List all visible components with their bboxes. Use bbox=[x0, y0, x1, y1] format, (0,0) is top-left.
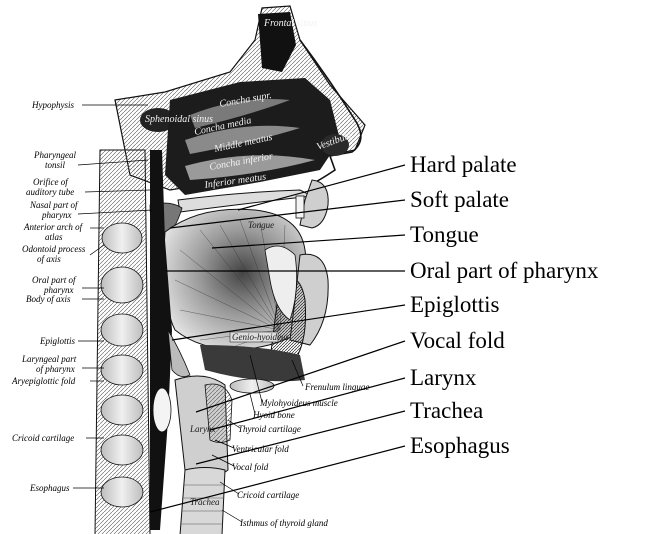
laryngeal-pharynx-label-2: of pharynx bbox=[36, 364, 75, 374]
tongue-inner-label: Tongue bbox=[248, 220, 274, 230]
vocal-fold-small-label: Vocal fold bbox=[232, 462, 269, 472]
trachea-inner-label: Trachea bbox=[190, 497, 220, 507]
vertebra-5 bbox=[101, 395, 143, 425]
epiglottis-small-label: Epiglottis bbox=[39, 336, 76, 346]
genio-hyoid-label: Genio-hyoideus bbox=[232, 332, 289, 342]
laryngeal-pharynx-label-1: Laryngeal part bbox=[21, 354, 77, 364]
soft-palate-label: Soft palate bbox=[410, 187, 509, 212]
auditory-tube-label-2: auditory tube bbox=[26, 187, 74, 197]
epiglottis-label: Epiglottis bbox=[410, 292, 500, 317]
auditory-tube-label-1: Orifice of bbox=[33, 177, 69, 187]
anatomy-illustration: Frontal sinus Sphenoidal sinus Concha su… bbox=[11, 6, 369, 534]
nasal-pharynx-label-1: Nasal part of bbox=[29, 200, 79, 210]
vocal-fold-label: Vocal fold bbox=[410, 328, 505, 353]
esophagus-small-label: Esophagus bbox=[29, 483, 70, 493]
thyroid-cartilage-label: Thyroid cartilage bbox=[238, 424, 301, 434]
tongue-label: Tongue bbox=[410, 222, 479, 247]
cervical-spine bbox=[95, 150, 150, 534]
oral-pharynx-label: Oral part of pharynx bbox=[410, 258, 599, 283]
hypophysis-label: Hypophysis bbox=[31, 100, 74, 110]
hard-palate-label: Hard palate bbox=[410, 152, 517, 177]
pharyngeal-tonsil-label-1: Pharyngeal bbox=[33, 150, 76, 160]
vertebra-7 bbox=[101, 477, 143, 507]
body-of-axis-label: Body of axis bbox=[26, 294, 71, 304]
esophagus-label: Esophagus bbox=[410, 433, 510, 458]
vertebra-6 bbox=[101, 435, 143, 465]
odontoid-label-2: of axis bbox=[37, 254, 61, 264]
anterior-atlas-label-1: Anterior arch of bbox=[23, 222, 84, 232]
isthmus-label: Isthmus of thyroid gland bbox=[239, 518, 328, 528]
nasal-pharynx-label-2: pharynx bbox=[41, 210, 72, 220]
cricoid-cartilage-shape bbox=[153, 388, 171, 432]
larynx-label: Larynx bbox=[410, 365, 477, 390]
sphenoidal-sinus-label: Sphenoidal sinus bbox=[145, 114, 213, 125]
pharyngeal-tonsil-label-2: tonsil bbox=[45, 160, 66, 170]
oral-pharynx-small-label-1: Oral part of bbox=[32, 275, 77, 285]
cricoid-cartilage-left-label: Cricoid cartilage bbox=[12, 433, 74, 443]
trachea-label: Trachea bbox=[410, 398, 483, 423]
anterior-atlas-label-2: atlas bbox=[45, 232, 63, 242]
vertebra-4 bbox=[101, 355, 143, 385]
vertebra-2 bbox=[101, 267, 143, 303]
frontal-sinus-label: Frontal sinus bbox=[263, 18, 317, 29]
aryepiglottic-fold-label: Aryepiglottic fold bbox=[11, 376, 76, 386]
vertebra-1 bbox=[102, 223, 142, 253]
hyoid-bone-label: Hyoid bone bbox=[252, 410, 295, 420]
hyoid-bone bbox=[230, 379, 274, 393]
cricoid-cartilage-bottom-label: Cricoid cartilage bbox=[237, 490, 299, 500]
vertebra-3 bbox=[101, 314, 143, 346]
odontoid-label-1: Odontoid process bbox=[22, 244, 86, 254]
upper-incisor bbox=[296, 196, 304, 218]
